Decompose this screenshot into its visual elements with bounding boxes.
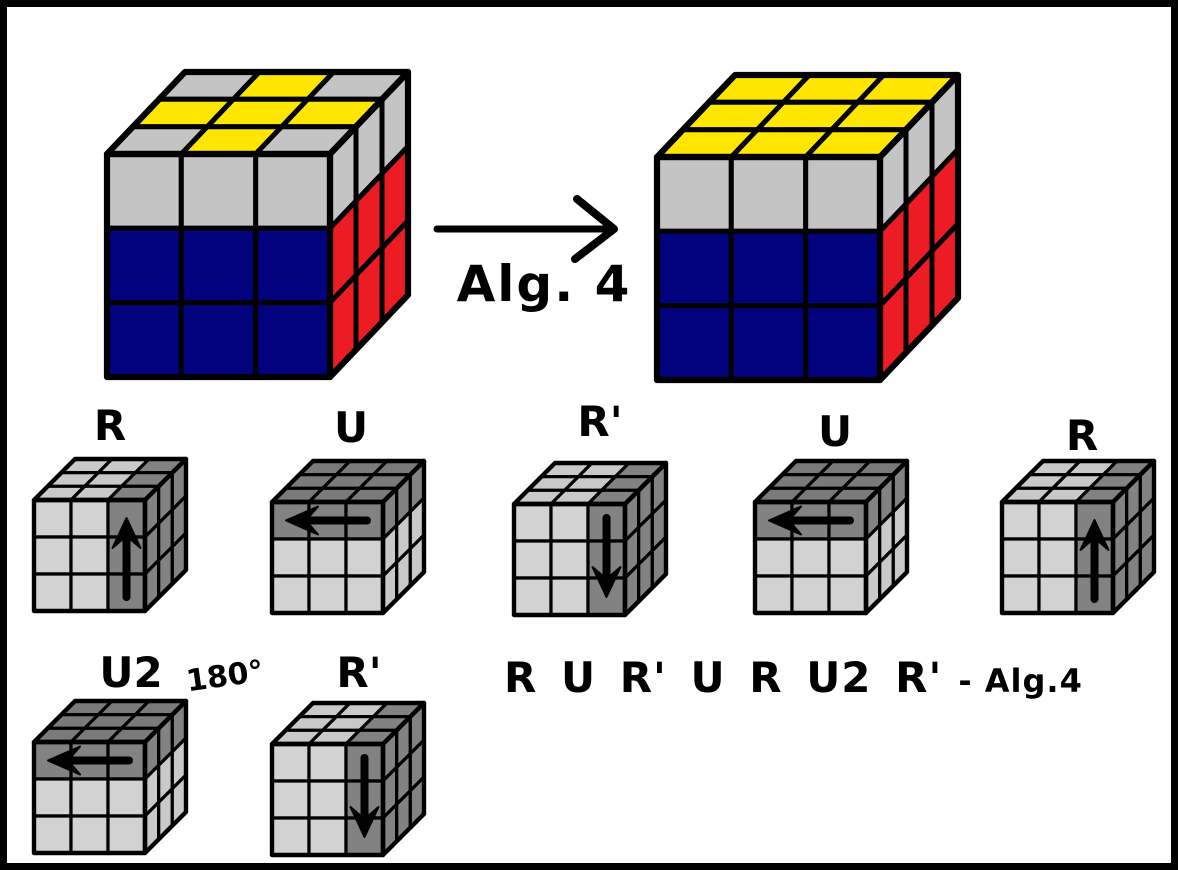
algorithm-sequence: R U R' U R U2 R' [504,653,943,702]
after-cube [653,71,962,384]
diagram-canvas [31,68,1157,858]
move-cube-2-U [269,458,427,616]
move-cube-1-R [31,456,189,614]
before-cube [103,68,412,381]
algorithm-name: - Alg.4 [958,662,1083,700]
move-cube-3-Rp [511,460,669,618]
move-label-4: U [817,407,853,456]
move-label-1: R [93,401,127,450]
move-cube-5-R [999,458,1157,616]
move-cube-6-U2 [31,698,189,856]
move-cube-7-Rp [269,700,427,858]
algorithm-line: R U R' U R U2 R'- Alg.4 [504,657,1083,699]
move-label-5: R [1065,411,1099,460]
move-label-7: R' [336,648,382,697]
move-label-6: U2 [99,648,163,697]
move-cube-4-U [752,458,910,616]
move-label-3: R' [577,397,623,446]
transform-arrow [433,195,618,263]
transform-arrow-label: Alg. 4 [456,255,632,313]
move-label-2: U [333,403,369,452]
